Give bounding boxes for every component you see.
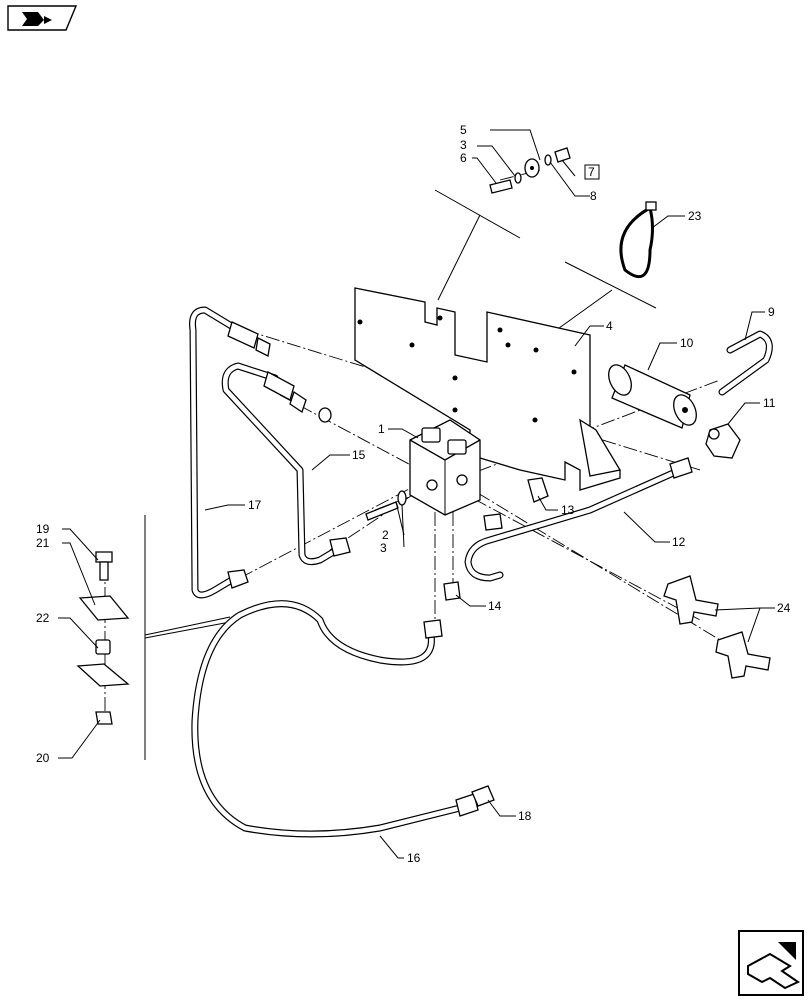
callout-17: 17 [248, 498, 262, 512]
callout-21: 21 [36, 536, 50, 550]
fitting-14 [443, 581, 461, 601]
callout-3-bottom: 3 [380, 541, 387, 555]
callout-7-boxed: 7 [588, 165, 595, 179]
callout-12: 12 [672, 535, 686, 549]
hose-17 [189, 306, 271, 599]
callout-18: 18 [518, 809, 532, 823]
callout-15: 15 [352, 448, 366, 462]
strap [619, 201, 657, 279]
clamp-assembly [76, 551, 130, 725]
hose-15 [221, 362, 351, 566]
callout-2: 2 [382, 528, 389, 542]
callout-13: 13 [561, 503, 575, 517]
callout-19: 19 [36, 522, 50, 536]
tube-12 [464, 457, 693, 582]
callout-23: 23 [688, 209, 702, 223]
exploded-view-lines [144, 189, 657, 760]
book-arrow-icon[interactable] [7, 5, 78, 31]
callout-9: 9 [768, 305, 775, 319]
hose-16 [191, 600, 479, 838]
callout-1: 1 [378, 422, 385, 436]
tube-9 [718, 330, 773, 396]
callout-4: 4 [606, 319, 613, 333]
accumulator [608, 364, 697, 429]
bolt-2 [365, 490, 407, 521]
callout-3-top: 3 [460, 138, 467, 152]
callout-leaders [58, 129, 775, 859]
callout-8: 8 [590, 189, 597, 203]
callout-24: 24 [777, 601, 791, 615]
callout-22: 22 [36, 611, 50, 625]
callout-labels: 5 3 6 7 8 23 4 9 10 11 1 15 17 13 12 2 3… [36, 123, 791, 865]
callout-16: 16 [407, 851, 421, 865]
fitting-13 [527, 477, 549, 503]
callout-14: 14 [488, 599, 502, 613]
elbow-fitting [705, 423, 741, 459]
callout-10: 10 [680, 336, 694, 350]
next-page-arrow-icon[interactable] [738, 930, 804, 996]
callout-5: 5 [460, 123, 467, 137]
top-hardware [489, 147, 571, 194]
mounting-plate [354, 287, 622, 491]
callout-20: 20 [36, 751, 50, 765]
tee-fittings [663, 575, 771, 679]
callout-11: 11 [763, 396, 776, 410]
valve-block [409, 419, 481, 516]
callout-6: 6 [460, 151, 467, 165]
